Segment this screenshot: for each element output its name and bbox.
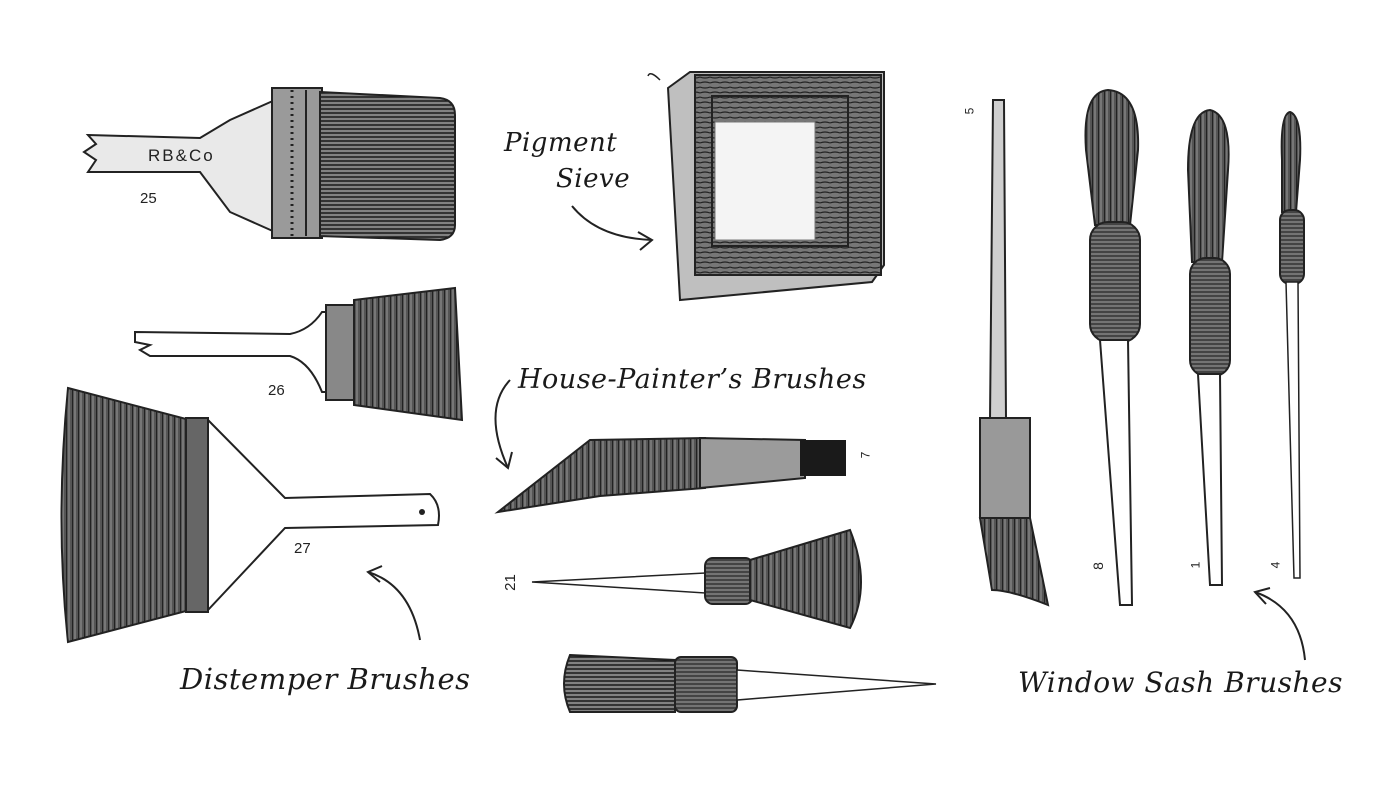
arrow-house-painters xyxy=(494,379,511,469)
brush-25-number: 25 xyxy=(140,190,157,207)
brush-26-number: 26 xyxy=(268,382,285,399)
brush-8-sash-brush xyxy=(1084,88,1141,606)
brush-7-slanted-brush xyxy=(494,436,846,514)
caption-pigment-sieve-line2: Sieve xyxy=(556,164,631,194)
caption-house-painters-brushes: House-Painter’s Brushes xyxy=(518,364,867,395)
brush-1-number: 1 xyxy=(1188,561,1203,569)
brush-26-small-brush xyxy=(134,286,464,422)
brush-5-number: 5 xyxy=(962,107,977,115)
arrow-window-sash-head xyxy=(1253,587,1271,605)
brush-27-number: 27 xyxy=(294,540,311,557)
caption-pigment-sieve-line1: Pigment xyxy=(504,128,618,158)
brush-25-stamp: RB&Co xyxy=(148,146,215,165)
arrow-distemper-head xyxy=(366,565,383,583)
brush-4-sash-brush xyxy=(1279,110,1305,579)
brush-7-number: 7 xyxy=(858,451,873,459)
brush-8-number: 8 xyxy=(1089,562,1106,570)
brush-21-number: 21 xyxy=(501,574,519,591)
arrow-pigment-sieve-head xyxy=(637,231,654,251)
brush-25-flat-brush xyxy=(82,87,456,242)
arrow-distemper xyxy=(367,571,421,641)
pigment-sieve-drawing xyxy=(647,71,885,302)
brush-4-number: 4 xyxy=(1268,561,1283,569)
brush-21-round-brush xyxy=(531,528,862,630)
arrow-pigment-sieve xyxy=(571,205,653,241)
arrow-window-sash xyxy=(1254,591,1306,661)
brush-27-distemper-brush xyxy=(60,386,440,644)
round-stubby-brush xyxy=(563,653,937,713)
caption-distemper-brushes: Distemper Brushes xyxy=(180,662,471,696)
brush-1-sash-brush xyxy=(1186,108,1231,586)
brush-5-sash-brush xyxy=(978,99,1050,607)
caption-window-sash-brushes: Window Sash Brushes xyxy=(1018,666,1343,699)
arrow-house-painters-head xyxy=(495,451,513,470)
